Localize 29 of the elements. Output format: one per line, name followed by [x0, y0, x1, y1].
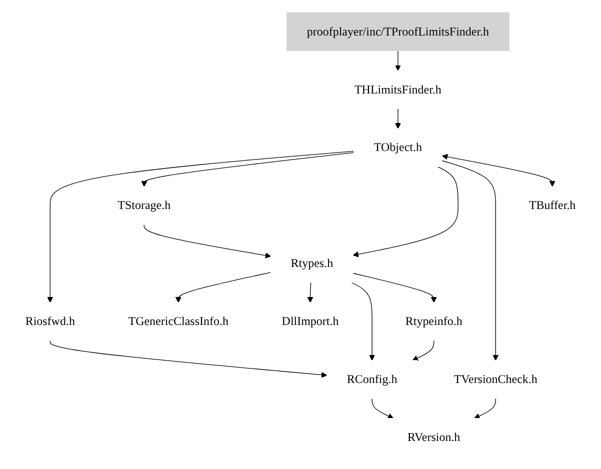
arrow — [175, 272, 272, 303]
arrow — [144, 224, 272, 258]
arrow — [50, 340, 328, 378]
arrow — [352, 272, 437, 303]
node-text: Rtypeinfo.h — [405, 314, 462, 328]
node-text: TObject.h — [374, 140, 422, 154]
node-text: DllImport.h — [282, 314, 339, 328]
arrow — [442, 154, 556, 187]
arrow — [352, 166, 458, 258]
node-box: proofplayer/inc/TProofLimitsFinder.h — [286, 12, 510, 51]
node-text: THLimitsFinder.h — [354, 82, 442, 96]
arrow — [307, 282, 314, 303]
arrow — [412, 340, 434, 361]
node-text: TGenericClassInfo.h — [128, 314, 228, 328]
arrow — [372, 398, 394, 419]
node-text: Rtypes.h — [290, 256, 334, 270]
arrow — [442, 160, 499, 361]
arrow — [47, 150, 354, 303]
arrow — [395, 50, 401, 71]
node-text: RConfig.h — [346, 372, 398, 386]
arrow — [474, 398, 496, 419]
node-text: TBuffer.h — [528, 198, 576, 212]
node-text: TVersionCheck.h — [454, 372, 538, 386]
arrow — [141, 152, 354, 187]
node-text: TStorage.h — [118, 198, 171, 212]
arrow — [395, 108, 401, 129]
node-text: RVersion.h — [408, 430, 460, 444]
arrow — [350, 282, 375, 361]
node-text: Riosfwd.h — [25, 314, 75, 328]
